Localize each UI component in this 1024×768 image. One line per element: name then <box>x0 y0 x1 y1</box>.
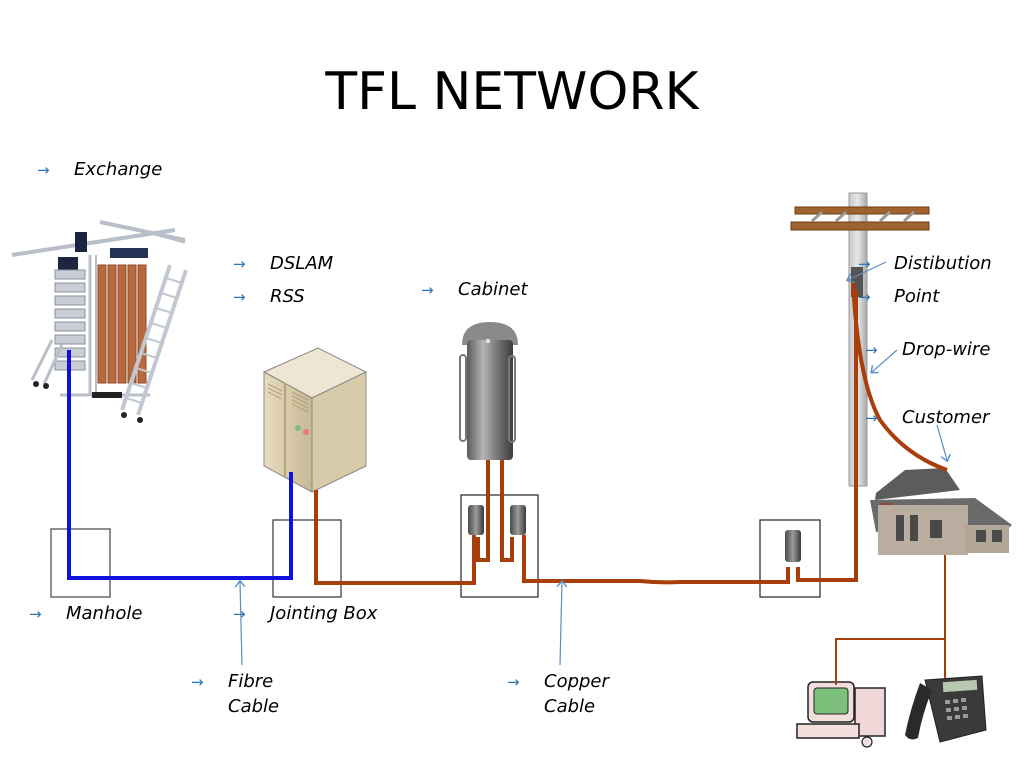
computer-icon <box>796 681 886 748</box>
bullet-arrow-icon: → <box>858 288 871 306</box>
bullet-arrow-icon: → <box>865 341 878 359</box>
label-cabinet: Cabinet <box>458 279 528 300</box>
label-fibre-cable: Cable <box>228 696 280 717</box>
label-exchange: Exchange <box>74 159 163 180</box>
joint-closure-icon <box>468 505 801 562</box>
pointer-arrows <box>234 261 951 666</box>
slide-title: TFL NETWORK <box>325 62 699 122</box>
label-rss: RSS <box>270 286 305 307</box>
telephone-icon <box>905 675 987 743</box>
street-cabinet-icon <box>459 322 518 460</box>
jointing-box <box>272 519 342 598</box>
bullet-arrow-icon: → <box>233 288 246 306</box>
bullet-arrow-icon: → <box>37 161 50 179</box>
label-jointing-box: Jointing Box <box>270 603 378 624</box>
fibre-cable-line <box>67 350 293 580</box>
cabinet-joint-box <box>460 494 539 598</box>
label-distribution-point: Point <box>894 286 940 307</box>
rss-dslam-icon <box>262 347 368 493</box>
bullet-arrow-icon: → <box>507 673 520 691</box>
bullet-arrow-icon: → <box>865 409 878 427</box>
house-wiring-line <box>835 555 946 685</box>
customer-house-icon <box>870 468 1012 555</box>
label-customer: Customer <box>902 407 990 428</box>
bullet-arrow-icon: → <box>421 281 434 299</box>
bullet-arrow-icon: → <box>29 605 42 623</box>
bullet-arrow-icon: → <box>191 673 204 691</box>
label-distribution: Distibution <box>894 253 992 274</box>
label-fibre: Fibre <box>228 671 274 692</box>
manhole-box <box>50 528 111 598</box>
pole-joint-box <box>759 519 821 598</box>
copper-cable-line <box>314 281 948 585</box>
label-dslam: DSLAM <box>270 253 334 274</box>
bullet-arrow-icon: → <box>233 255 246 273</box>
label-manhole: Manhole <box>66 603 143 624</box>
label-drop-wire: Drop-wire <box>902 339 991 360</box>
bullet-arrow-icon: → <box>233 605 246 623</box>
exchange-icon <box>11 220 188 423</box>
label-copper: Copper <box>544 671 609 692</box>
bullet-arrow-icon: → <box>858 255 871 273</box>
label-copper-cable: Cable <box>544 696 596 717</box>
